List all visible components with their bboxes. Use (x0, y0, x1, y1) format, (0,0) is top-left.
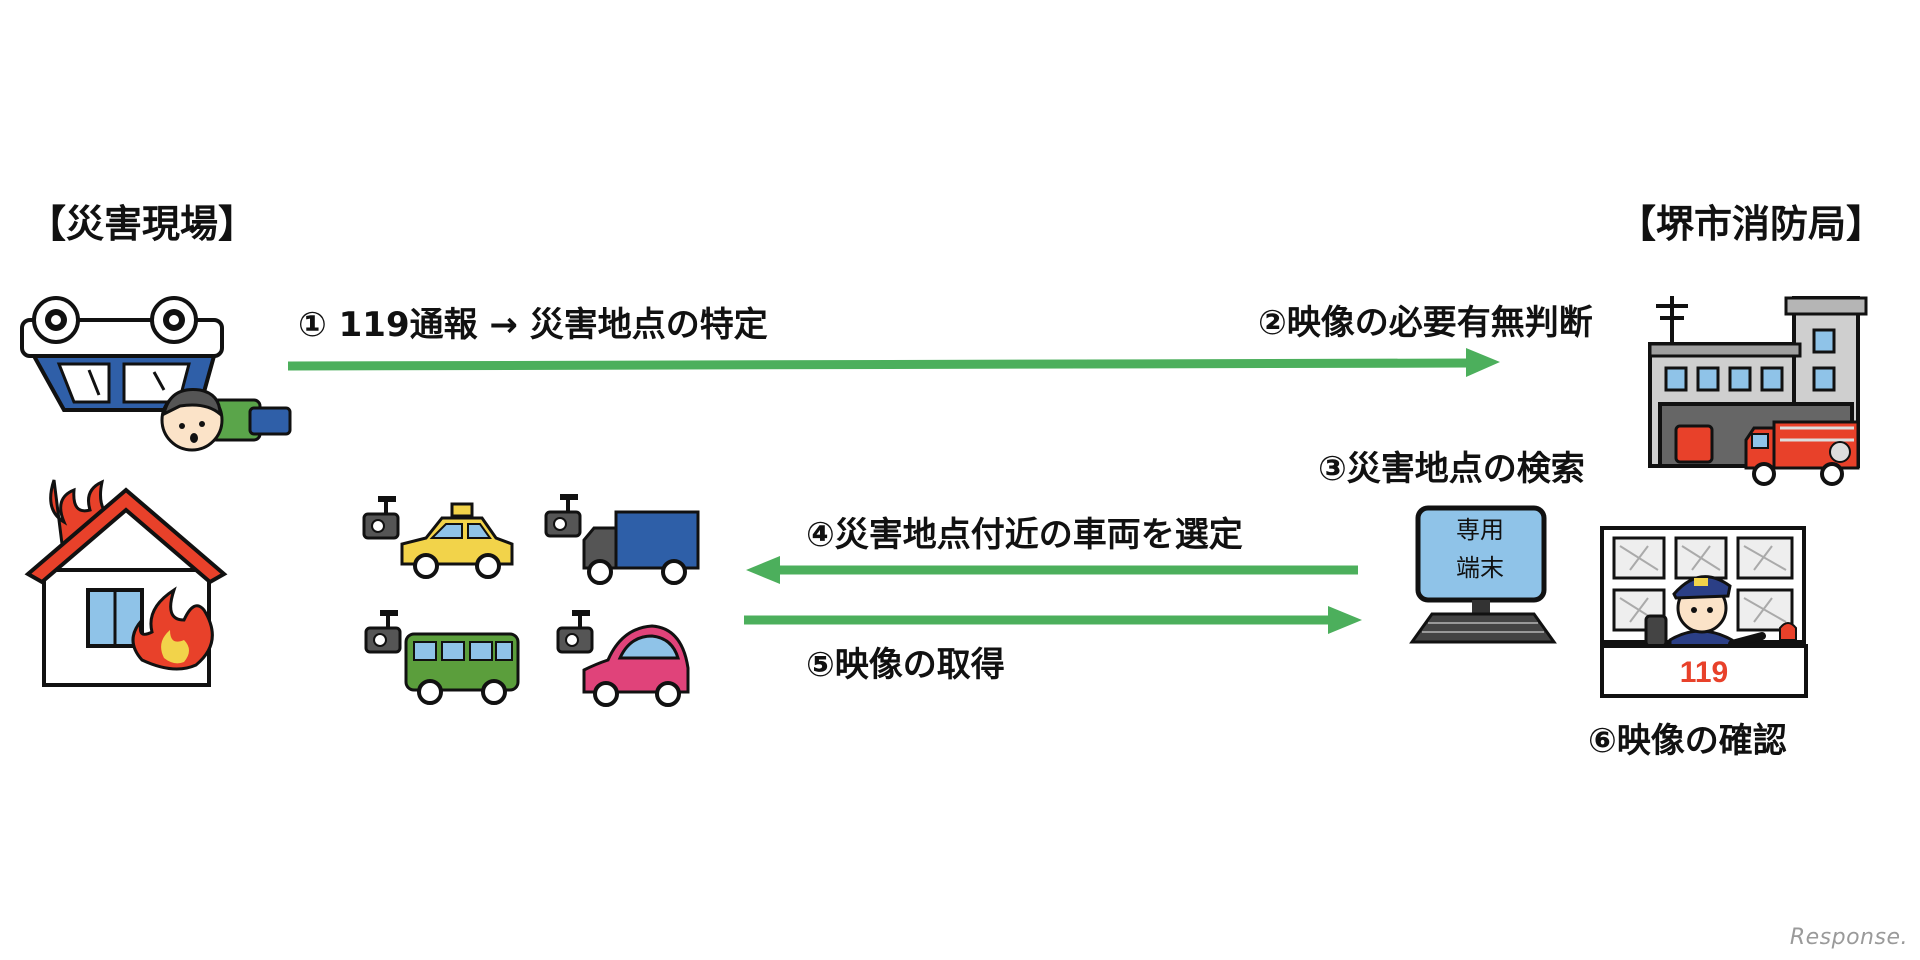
arrow-get-video (744, 606, 1362, 634)
burning-house-icon (24, 479, 228, 687)
disaster-scene-heading: 【災害現場】 (28, 202, 257, 246)
step-2-label: ②映像の必要有無判断 (1258, 303, 1593, 343)
step-3-label: ③災害地点の検索 (1318, 449, 1585, 489)
compact-car-with-dashcam-icon (556, 610, 690, 707)
dispatch-desk-number: 119 (1679, 656, 1729, 689)
terminal-label-line1: 専用 (1456, 516, 1504, 544)
step-5-label: ⑤映像の取得 (806, 645, 1005, 685)
injured-person-icon (160, 388, 292, 452)
dispatch-desk: 119 (1600, 644, 1808, 698)
response-watermark: Response. (1789, 925, 1908, 950)
alert-lamp-icon (1779, 622, 1797, 641)
step-1-label: ① 119通報 → 災害地点の特定 (298, 305, 768, 345)
taxi-with-dashcam-icon (362, 496, 514, 579)
fire-department-heading: 【堺市消防局】 (1618, 202, 1885, 246)
overturned-car-icon (20, 296, 224, 412)
fire-engine-icon (1744, 420, 1860, 486)
terminal-label-line2: 端末 (1456, 554, 1504, 582)
bus-with-dashcam-icon (364, 610, 520, 705)
step-6-label: ⑥映像の確認 (1588, 721, 1787, 761)
arrow-report (287, 348, 1500, 377)
step-4-label: ④災害地点付近の車両を選定 (806, 515, 1243, 555)
dedicated-terminal-icon (1409, 505, 1557, 644)
arrow-select-vehicles (746, 556, 1358, 584)
truck-with-dashcam-icon (544, 494, 700, 585)
